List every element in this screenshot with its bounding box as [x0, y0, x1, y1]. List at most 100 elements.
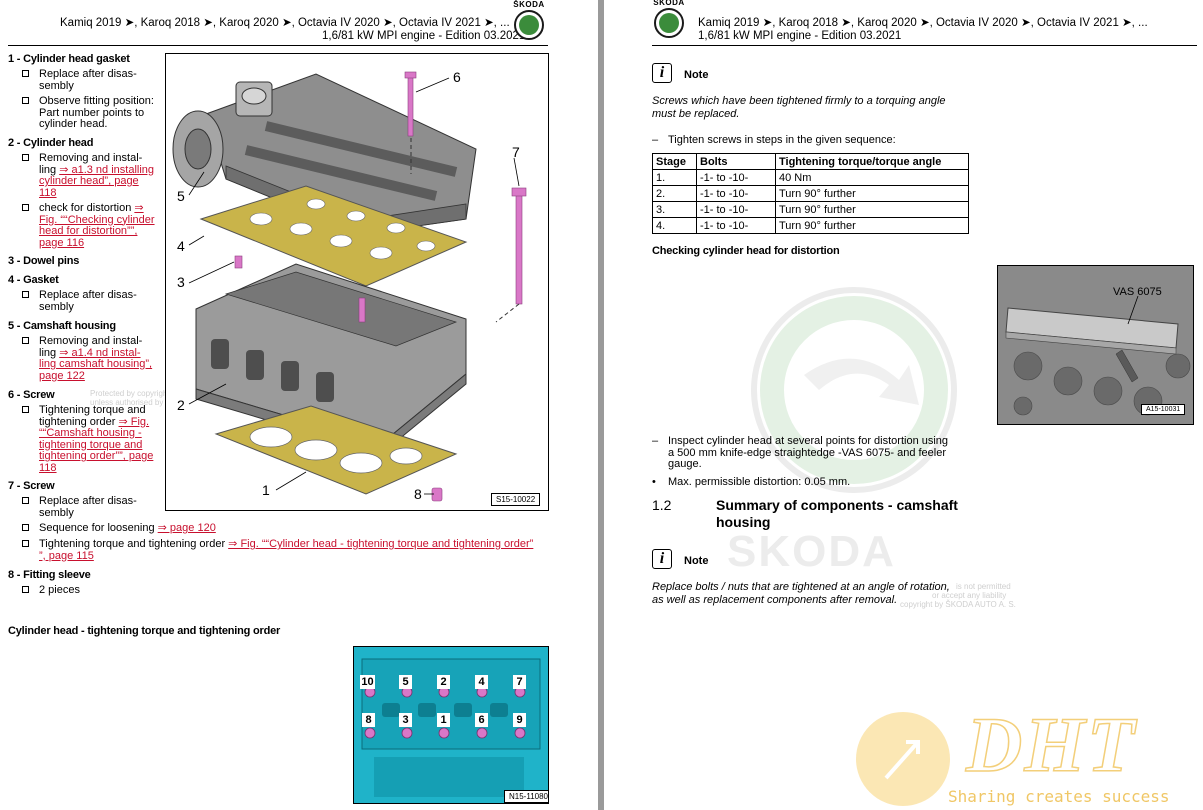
fitting-sleeve-drawing — [431, 487, 443, 502]
straightedge-drawing — [998, 266, 1193, 424]
header-models: Kamiq 2019 ➤, Karoq 2018 ➤, Karoq 2020 ➤… — [698, 17, 1148, 29]
skoda-arrow-icon — [654, 8, 684, 38]
checkbox-bullet-icon — [22, 524, 29, 531]
skoda-arrow-icon — [514, 10, 544, 40]
figure-id: N15-11080 — [504, 790, 548, 803]
watermark-text: is not permitted — [956, 582, 1011, 591]
note-label: Note — [684, 555, 709, 567]
note-label: Note — [684, 69, 709, 81]
table-header: Bolts — [696, 153, 776, 170]
callout-8: 8 — [414, 486, 422, 502]
checkbox-bullet-icon — [22, 406, 29, 413]
bolt-label: 10 — [360, 675, 375, 689]
part-heading: 5 - Camshaft housing — [8, 320, 116, 332]
callout-6: 6 — [453, 69, 461, 85]
note-text: Screws which have been tightened firmly … — [652, 95, 946, 120]
table-row: 3. -1- to -10- Turn 90° further — [652, 201, 969, 218]
dht-logo-text: DHT — [965, 700, 1137, 789]
camshaft-gasket-drawing — [199, 185, 468, 287]
screw-6-drawing — [407, 75, 414, 137]
tightening-order-figure: 10 5 2 4 7 8 3 1 6 9 N15-11080 — [353, 646, 549, 804]
tightening-order-drawing — [361, 658, 541, 797]
header-engine: 1,6/81 kW MPI engine - Edition 03.2021 — [322, 30, 526, 42]
info-icon: i — [652, 63, 672, 83]
bolt-label: 8 — [362, 713, 375, 727]
part-heading: 3 - Dowel pins — [8, 255, 80, 267]
header-engine: 1,6/81 kW MPI engine - Edition 03.2021 — [698, 30, 902, 42]
bolt-label: 9 — [513, 713, 526, 727]
header-rule — [652, 45, 1197, 46]
cylinder-head-drawing — [195, 263, 467, 455]
callout-1: 1 — [262, 482, 270, 498]
exploded-view-figure: 6 7 5 4 3 2 1 8 S15-10022 — [165, 53, 549, 511]
bolt-label: 7 — [513, 675, 526, 689]
right-page: ŠKODA Kamiq 2019 ➤, Karoq 2018 ➤, Karoq … — [604, 0, 1203, 810]
part-heading: 1 - Cylinder head gasket — [8, 53, 130, 65]
checkbox-bullet-icon — [22, 97, 29, 104]
callout-5: 5 — [177, 188, 185, 204]
skoda-logo-word: ŠKODA — [653, 0, 685, 7]
figure-tool-label: VAS 6075 — [1113, 286, 1162, 298]
watermark-text: unless authorised by Š — [90, 398, 171, 407]
watermark-text: Protected by copyright — [90, 389, 170, 398]
header-models: Kamiq 2019 ➤, Karoq 2018 ➤, Karoq 2020 ➤… — [60, 17, 510, 29]
table-row: 1. -1- to -10- 40 Nm — [652, 169, 969, 186]
link-sequence-loosening[interactable]: ⇒ page 120 — [157, 522, 216, 534]
link-installing-cylinder-head[interactable]: ⇒ a1.3 nd installing cylinder head”, pag… — [39, 163, 155, 199]
skoda-watermark-icon — [751, 287, 957, 493]
bolt-label: 5 — [399, 675, 412, 689]
link-installing-camshaft-housing[interactable]: ⇒ a1.4 nd instal- ling camshaft housing”… — [39, 346, 153, 382]
skoda-logo: ŠKODA — [512, 0, 546, 40]
bolt-label: 3 — [399, 713, 412, 727]
dht-logo-icon — [856, 712, 950, 806]
part-heading: 8 - Fitting sleeve — [8, 569, 91, 581]
skoda-logo-word: ŠKODA — [513, 0, 545, 9]
table-header-row: Stage Bolts Tightening torque/torque ang… — [652, 153, 969, 170]
section-title: Cylinder head - tightening torque and ti… — [8, 625, 281, 637]
section-number: 1.2 — [652, 497, 672, 513]
part-heading: 2 - Cylinder head — [8, 137, 94, 149]
bolt-label: 2 — [437, 675, 450, 689]
checkbox-bullet-icon — [22, 291, 29, 298]
link-checking-distortion[interactable]: ⇒ Fig. ““Checking cylinder head for dist… — [39, 202, 155, 249]
figure-id: S15-10022 — [491, 493, 541, 506]
watermark-text: or accept any liability — [932, 591, 1007, 600]
part-heading: 7 - Screw — [8, 480, 55, 492]
table-header: Tightening torque/torque angle — [775, 153, 969, 170]
skoda-logo: ŠKODA — [652, 0, 686, 38]
callout-7: 7 — [512, 144, 520, 160]
torque-table: Stage Bolts Tightening torque/torque ang… — [652, 153, 969, 234]
checkbox-bullet-icon — [22, 204, 29, 211]
part-heading: 6 - Screw — [8, 389, 55, 401]
link-camshaft-torque-order[interactable]: ⇒ Fig. ““Camshaft housing - tightening t… — [39, 415, 154, 474]
checkbox-bullet-icon — [22, 337, 29, 344]
part-heading: 4 - Gasket — [8, 274, 59, 286]
info-icon: i — [652, 549, 672, 569]
checkbox-bullet-icon — [22, 497, 29, 504]
skoda-watermark-text: SKODA — [727, 527, 896, 576]
bolt-label: 1 — [437, 713, 450, 727]
straightedge-figure: VAS 6075 A15-10031 — [997, 265, 1194, 425]
section-heading: Summary of components - camshaft housing — [716, 497, 958, 530]
table-row: 2. -1- to -10- Turn 90° further — [652, 185, 969, 202]
checkbox-bullet-icon — [22, 154, 29, 161]
table-header: Stage — [652, 153, 697, 170]
callout-4: 4 — [177, 238, 185, 254]
watermark-text: copyright by ŠKODA AUTO A. S. — [900, 600, 1016, 609]
header-rule — [8, 45, 548, 46]
left-page: Kamiq 2019 ➤, Karoq 2018 ➤, Karoq 2020 ➤… — [0, 0, 598, 810]
checkbox-bullet-icon — [22, 70, 29, 77]
note-text: Replace bolts / nuts that are tightened … — [652, 581, 950, 606]
section-title: Checking cylinder head for distortion — [652, 245, 840, 257]
callout-2: 2 — [177, 397, 185, 413]
exploded-view-drawing — [172, 71, 527, 502]
checkbox-bullet-icon — [22, 586, 29, 593]
page-gutter — [598, 0, 604, 810]
bolt-label: 4 — [475, 675, 488, 689]
callout-3: 3 — [177, 274, 185, 290]
dht-slogan: Sharing creates success — [948, 787, 1170, 806]
screw-7-drawing — [515, 193, 523, 305]
link-cylinder-head-torque-order[interactable]: ⇒ Fig. ““Cylinder head - tightening torq… — [39, 538, 534, 562]
figure-id: A15-10031 — [1141, 404, 1186, 415]
dowel-pin-drawing — [234, 255, 243, 269]
